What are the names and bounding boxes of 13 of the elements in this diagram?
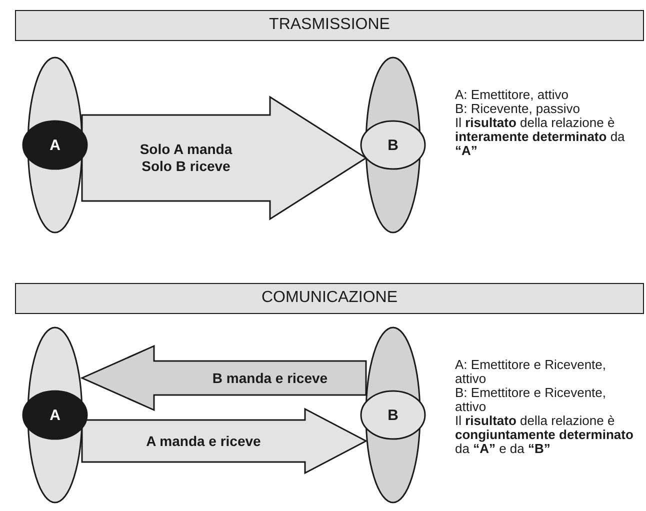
edge-label: A manda e riceve [145, 432, 262, 450]
note-text: Il risultato della relazione è congiuntamente determinato da “A” e da “B” [455, 414, 634, 456]
block-arrow [81, 408, 368, 474]
note-text: A: Emettitore e Ricevente, attivo [455, 358, 608, 386]
block-arrow [81, 96, 368, 220]
note-text: A: Emettitore, attivo [455, 88, 570, 102]
title-band: COMUNICAZIONE [15, 283, 644, 314]
note-text: Il risultato della relazione è interamente determinato da “A” [455, 116, 626, 158]
edge-label: Solo A manda Solo B riceve [138, 141, 234, 175]
title-band: TRASMISSIONE [15, 10, 644, 41]
block-arrow [80, 344, 367, 412]
note-text: B: Ricevente, passivo [455, 102, 582, 116]
edge-label: B manda e riceve [211, 370, 329, 386]
